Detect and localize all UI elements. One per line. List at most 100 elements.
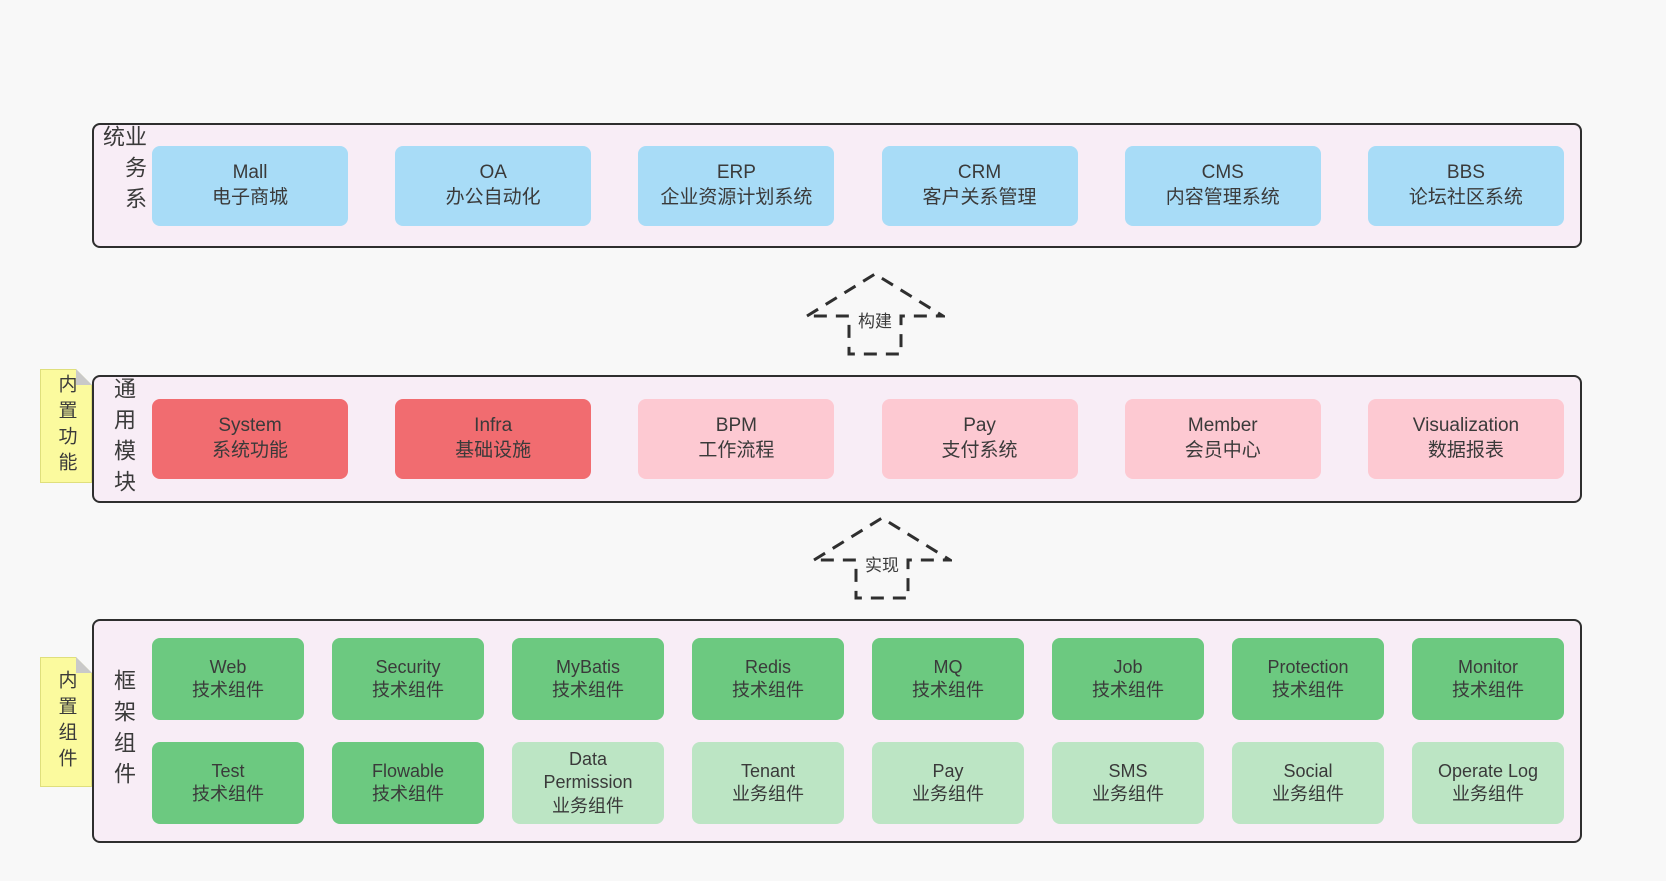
layer-label-modules: 通用模块 [111, 377, 136, 501]
box-subtitle: 技术组件 [552, 680, 624, 700]
box-pay-module: Pay 支付系统 [881, 399, 1078, 479]
box-title: Protection [1267, 656, 1349, 677]
box-title: Operate Log [1437, 760, 1539, 781]
box-mall: Mall 电子商城 [152, 145, 348, 226]
box-mybatis: MyBatis 技术组件 [512, 638, 664, 720]
box-tenant: Tenant 业务组件 [692, 742, 844, 824]
box-title: Test [211, 760, 245, 781]
box-erp: ERP 企业资源计划系统 [638, 145, 835, 226]
box-title: BPM [715, 415, 757, 437]
folded-corner-icon [76, 369, 92, 385]
box-title: Data Permission [543, 748, 633, 793]
folded-corner-icon [76, 657, 92, 673]
build-arrow: 构建 [801, 272, 949, 356]
sticky-note-builtin-components: 内置组件 [40, 657, 92, 787]
box-subtitle: 业务组件 [1272, 784, 1344, 804]
box-title: Job [1113, 656, 1143, 677]
box-title: Flowable [371, 760, 445, 781]
box-subtitle: 技术组件 [1092, 680, 1164, 700]
box-social: Social 业务组件 [1232, 742, 1384, 824]
sticky-label: 内置功能 [55, 374, 77, 478]
box-bbs: BBS 论坛社区系统 [1367, 145, 1564, 226]
box-title: CRM [957, 161, 1002, 183]
box-title: MQ [933, 656, 963, 677]
layer-label-column: 框架组件 [94, 621, 152, 841]
layer-label-column: 通用模块 [94, 377, 152, 501]
layer-framework-components: 框架组件 Web 技术组件 Security 技术组件 MyBatis 技术组件… [92, 619, 1582, 843]
box-title: System [218, 415, 282, 437]
box-title: CMS [1201, 161, 1244, 183]
box-infra: Infra 基础设施 [395, 399, 592, 479]
sticky-label: 内置组件 [55, 670, 77, 774]
box-subtitle: 业务组件 [732, 784, 804, 804]
box-operate-log: Operate Log 业务组件 [1412, 742, 1564, 824]
box-title: Monitor [1457, 656, 1519, 677]
box-subtitle: 支付系统 [941, 440, 1018, 461]
up-arrow-icon [801, 272, 949, 356]
box-title: BBS [1446, 161, 1485, 183]
box-subtitle: 技术组件 [372, 680, 444, 700]
box-test: Test 技术组件 [152, 742, 304, 824]
box-oa: OA 办公自动化 [395, 145, 592, 226]
layer-label-column: 业务系统 [94, 125, 152, 246]
box-title: Web [209, 656, 247, 677]
box-flowable: Flowable 技术组件 [332, 742, 484, 824]
box-subtitle: 内容管理系统 [1165, 186, 1280, 208]
implement-arrow: 实现 [808, 516, 956, 600]
box-mq: MQ 技术组件 [872, 638, 1024, 720]
box-title: Security [375, 656, 441, 677]
box-subtitle: 会员中心 [1184, 440, 1261, 461]
box-monitor: Monitor 技术组件 [1412, 638, 1564, 720]
box-subtitle: 电子商城 [211, 186, 288, 208]
box-subtitle: 技术组件 [1272, 680, 1344, 700]
implement-arrow-label: 实现 [861, 550, 903, 577]
layer-label-components: 框架组件 [111, 669, 136, 793]
box-subtitle: 业务组件 [1452, 784, 1524, 804]
component-boxes: Web 技术组件 Security 技术组件 MyBatis 技术组件 Redi… [152, 621, 1580, 841]
box-bpm: BPM 工作流程 [638, 399, 835, 479]
box-subtitle: 企业资源计划系统 [660, 186, 813, 208]
box-subtitle: 业务组件 [552, 795, 624, 816]
box-security: Security 技术组件 [332, 638, 484, 720]
layer-common-modules: 通用模块 System 系统功能 Infra 基础设施 BPM 工作流程 Pay… [92, 375, 1582, 503]
box-redis: Redis 技术组件 [692, 638, 844, 720]
box-subtitle: 业务组件 [912, 784, 984, 804]
box-title: Tenant [740, 760, 796, 781]
box-title: Pay [963, 415, 996, 437]
component-row-2: Test 技术组件 Flowable 技术组件 Data Permission … [152, 742, 1564, 824]
box-subtitle: 办公自动化 [445, 186, 541, 208]
business-boxes: Mall 电子商城 OA 办公自动化 ERP 企业资源计划系统 CRM 客户关系… [152, 125, 1580, 246]
box-subtitle: 客户关系管理 [922, 186, 1037, 208]
box-subtitle: 技术组件 [732, 680, 804, 700]
box-subtitle: 基础设施 [455, 440, 532, 461]
box-subtitle: 技术组件 [1452, 680, 1524, 700]
sticky-note-builtin-functions: 内置功能 [40, 369, 92, 483]
box-title: OA [479, 161, 507, 183]
box-title: Member [1187, 415, 1258, 437]
box-subtitle: 技术组件 [192, 784, 264, 804]
box-subtitle: 技术组件 [192, 680, 264, 700]
box-title: Infra [474, 415, 513, 437]
box-sms: SMS 业务组件 [1052, 742, 1204, 824]
box-member: Member 会员中心 [1124, 399, 1321, 479]
box-title: ERP [716, 161, 756, 183]
box-subtitle: 论坛社区系统 [1408, 186, 1523, 208]
box-title: Redis [744, 656, 792, 677]
box-title: Pay [932, 760, 964, 781]
box-title: Visualization [1412, 415, 1520, 437]
box-title: Social [1283, 760, 1333, 781]
box-crm: CRM 客户关系管理 [881, 145, 1078, 226]
layer-label-business: 业务系统 [100, 125, 147, 218]
box-subtitle: 系统功能 [211, 440, 288, 461]
box-pay-component: Pay 业务组件 [872, 742, 1024, 824]
box-job: Job 技术组件 [1052, 638, 1204, 720]
box-protection: Protection 技术组件 [1232, 638, 1384, 720]
box-data-permission: Data Permission 业务组件 [512, 742, 664, 824]
component-row-1: Web 技术组件 Security 技术组件 MyBatis 技术组件 Redi… [152, 638, 1564, 720]
box-title: Mall [232, 161, 268, 183]
build-arrow-label: 构建 [854, 306, 896, 333]
box-web: Web 技术组件 [152, 638, 304, 720]
up-arrow-icon [808, 516, 956, 600]
box-visualization: Visualization 数据报表 [1367, 399, 1564, 479]
box-title: MyBatis [555, 656, 620, 677]
